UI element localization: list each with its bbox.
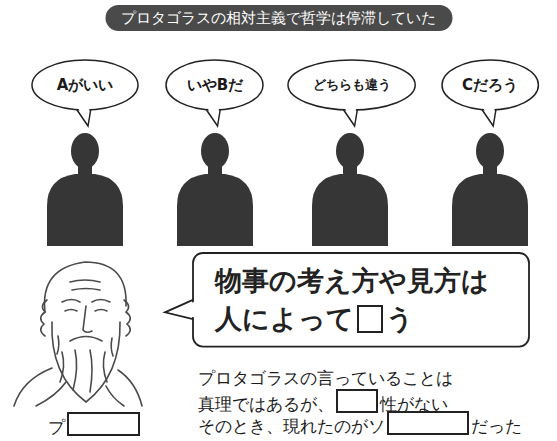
bubble-text: う [386, 303, 414, 334]
text-holder: 物事の考え方や見方は 人によってう [215, 262, 507, 338]
tail-cover [77, 106, 90, 123]
text-holder: Cだろう [462, 76, 518, 95]
title-text: プロタゴラスの相対主義で哲学は停滞していた [121, 9, 436, 27]
head-outline [45, 262, 127, 312]
tail-cover [206, 106, 219, 123]
hair-curl [41, 300, 47, 336]
beard-outline [52, 322, 120, 402]
philosopher-portrait [14, 262, 142, 406]
robe-fold [36, 382, 66, 406]
person-silhouette [452, 133, 528, 246]
note-text: プロタゴラスの言っていることは [198, 368, 453, 388]
robe-fold [106, 386, 124, 406]
silhouette-body [312, 174, 388, 246]
blank-box [357, 305, 383, 333]
person-silhouette [312, 133, 388, 246]
bubble-text: どちらも違う [313, 77, 391, 92]
nose [83, 306, 92, 332]
note-text: そのとき、現れたのがソ [198, 416, 385, 436]
title-band: プロタゴラスの相対主義で哲学は停滞していた [105, 5, 452, 31]
speech-bubble: どちらも違う [287, 59, 416, 111]
text-line: そのとき、現れたのがソ だった [198, 411, 522, 438]
bubble-ellipse-shape [288, 60, 415, 110]
tail-cover [169, 301, 196, 318]
bubble-ellipse-shape [166, 60, 263, 110]
silhouette-body [452, 174, 528, 246]
eyebrow [62, 300, 110, 303]
note-text: だった [471, 416, 522, 436]
mustache [70, 337, 102, 342]
speech-bubble: Aがいい [31, 59, 139, 111]
blank-box [336, 389, 378, 413]
note-text: 真理ではあるが、 [198, 394, 334, 414]
person-silhouette [47, 133, 123, 246]
tail-cover [343, 106, 356, 123]
text-holder: いやBだ [187, 76, 243, 95]
portrait-caption: プ [48, 417, 65, 437]
beard-strand [57, 336, 113, 392]
bubble-text: 物事の考え方や見方は 人によって [215, 265, 489, 334]
robe-line [118, 370, 142, 406]
bubble-text: いやBだ [187, 76, 243, 94]
bubble-ellipse-shape [32, 60, 138, 110]
speech-bubble: いやBだ [165, 59, 264, 111]
text-line: プロタゴラスの言っていることは [198, 366, 453, 390]
tail-cover [481, 106, 494, 123]
bubble-text: Aがいい [57, 76, 114, 94]
person-silhouette [177, 133, 253, 246]
text-holder: どちらも違う [313, 77, 391, 94]
text-holder: Aがいい [57, 76, 114, 95]
bubble-text: Cだろう [462, 76, 518, 94]
forehead-wrinkle [70, 280, 100, 290]
bubble-ellipse-shape [442, 60, 538, 110]
speech-bubble: Cだろう [441, 59, 539, 111]
bubble-rect [193, 253, 529, 347]
text-line: プ [48, 412, 142, 439]
quote-bubble: 物事の考え方や見方は 人によってう [192, 252, 530, 348]
silhouette-body [47, 174, 123, 246]
hair-curl [124, 300, 130, 336]
blank-box [387, 411, 469, 435]
silhouette-body [177, 174, 253, 246]
blank-box [67, 412, 140, 436]
